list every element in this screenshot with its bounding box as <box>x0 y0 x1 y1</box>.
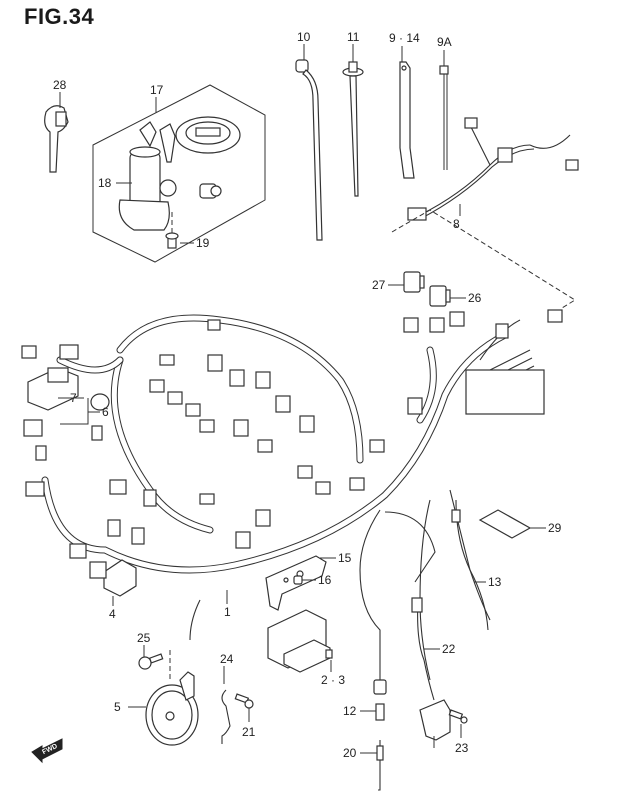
relay-26-part <box>429 285 451 307</box>
callout-22: 22 <box>442 642 456 656</box>
callout-9a: 9A <box>437 35 452 49</box>
callout-5: 24 <box>220 652 234 666</box>
sub-harness-boundary <box>391 209 576 309</box>
clamp-5-part <box>221 689 231 744</box>
label-29-part <box>478 509 532 539</box>
callout-13: 13 <box>488 575 502 589</box>
callout-21: 20 <box>343 746 357 760</box>
callout-4: 4 <box>109 607 116 621</box>
callout-15: 15 <box>338 551 352 565</box>
screw-23-part <box>448 709 468 724</box>
clamp-10-part <box>295 59 323 241</box>
clamp-9-14-part <box>399 61 415 179</box>
connector-7-part <box>27 367 79 411</box>
horn-24-part <box>145 671 199 746</box>
callout-27: 27 <box>372 278 386 292</box>
leader-6 <box>60 398 100 425</box>
callout-6: 6 <box>102 405 109 419</box>
clamp-9a-part <box>439 65 449 170</box>
relay-27-part <box>403 271 425 293</box>
forward-arrow-icon: FWD <box>31 738 63 764</box>
bolt-19-part <box>165 232 179 249</box>
connector-6-part <box>90 393 110 411</box>
callout-28: 28 <box>53 78 67 92</box>
lead-wire-22-connector <box>411 597 423 613</box>
callout-17: 17 <box>150 83 164 97</box>
harness-connectors <box>21 309 563 559</box>
lock-set-box <box>92 84 266 263</box>
bolt-25-part <box>138 653 164 670</box>
ignition-switch-part <box>118 121 177 231</box>
callout-10: 10 <box>297 30 311 44</box>
switch-20-part <box>373 679 387 721</box>
callout-19: 19 <box>196 236 210 250</box>
callout-16: 16 <box>318 573 332 587</box>
lead-wire-22-part <box>417 599 435 701</box>
callout-7: 7 <box>70 391 77 405</box>
spring-21-part <box>376 740 384 791</box>
callout-9-14: 9 · 14 <box>389 31 420 45</box>
callout-18: 18 <box>98 176 112 190</box>
sensor-part <box>419 699 451 748</box>
clamp-11-part <box>342 61 364 197</box>
callout-20: 12 <box>343 704 357 718</box>
fuse-part <box>325 649 333 659</box>
callout-1: 1 <box>224 605 231 619</box>
key-part <box>44 105 69 173</box>
grommet-16-part <box>293 575 303 585</box>
fuse-box-part <box>267 609 331 673</box>
callout-29: 29 <box>548 521 562 535</box>
seat-lock-part <box>199 183 222 199</box>
lead-wire-13-connector <box>451 509 461 523</box>
sub-harness-part <box>407 117 579 221</box>
callout-12: 21 <box>242 725 256 739</box>
callout-8: 8 <box>453 217 460 231</box>
callout-2-3: 2 · 3 <box>321 673 345 687</box>
callout-11: 11 <box>347 30 360 44</box>
cover-4-part <box>89 559 137 597</box>
callout-24: 5 <box>114 700 121 714</box>
callout-25: 25 <box>137 631 151 645</box>
bolt-12-part <box>234 693 254 709</box>
figure-title: FIG.34 <box>24 4 95 29</box>
fuel-cap-part <box>175 116 241 154</box>
callout-23: 23 <box>455 741 469 755</box>
main-harness <box>41 314 535 681</box>
callout-26: 26 <box>468 291 482 305</box>
